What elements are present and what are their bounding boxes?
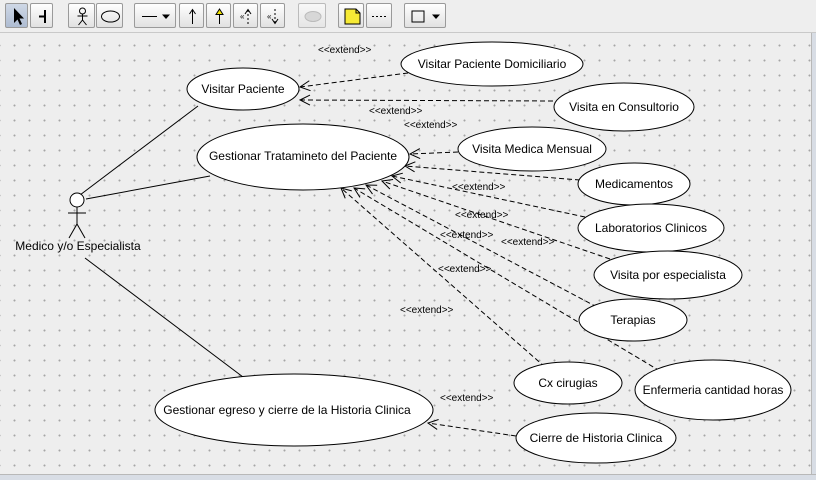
usecase-medicamentos[interactable]: Medicamentos (577, 162, 691, 206)
usecase-label: Medicamentos (595, 177, 673, 191)
disabled-shape-tool-button (298, 3, 326, 28)
dashed-line-icon (372, 16, 388, 17)
arrow-pointer-icon (14, 8, 24, 25)
extend-label: <<extend>> (438, 264, 492, 275)
extend-line[interactable] (341, 188, 546, 368)
usecase-laboratorios[interactable]: Laboratorios Clinicos (577, 203, 725, 253)
line-style-dropdown[interactable] (134, 3, 176, 28)
usecase-label: Visitar Paciente Domiciliario (418, 57, 567, 71)
extend-label: <<extend>> (501, 237, 555, 248)
use-case-diagram: <<extend>> <<extend>> <<extend>> <<exten… (15, 41, 792, 464)
usecase-label: Visita en Consultorio (569, 100, 679, 114)
generalization-arrow-icon (215, 8, 224, 24)
note-icon (344, 8, 361, 25)
usecase-gestionar-tratamiento[interactable]: Gestionar Tratamineto del Paciente (196, 123, 410, 191)
actor-medico[interactable]: Medico y/o Especialista (15, 192, 141, 253)
extend-tool-button[interactable]: « (233, 3, 258, 28)
select-tool-button[interactable] (5, 3, 28, 28)
association-line[interactable] (85, 175, 211, 200)
usecase-visita-consultorio[interactable]: Visita en Consultorio (553, 82, 695, 132)
rectangle-dropdown[interactable] (404, 3, 446, 28)
usecase-visita-especialista[interactable]: Visita por especialista (593, 250, 743, 300)
association-tool-button[interactable] (179, 3, 204, 28)
actor-right-leg (76, 223, 86, 239)
extend-label: <<extend>> (455, 210, 509, 221)
note-tool-button[interactable] (338, 3, 364, 28)
boundary-icon (39, 10, 46, 23)
svg-text:«: « (267, 12, 272, 21)
usecase-label: Cierre de Historia Clinica (530, 431, 663, 445)
usecase-enfermeria[interactable]: Enfermeria cantidad horas (634, 359, 792, 421)
arrow-up-icon (189, 8, 196, 24)
extend-arrow-icon: « (240, 8, 252, 24)
usecase-label: Enfermeria cantidad horas (643, 383, 784, 397)
extend-line[interactable] (300, 72, 409, 87)
usecase-cierre-historia[interactable]: Cierre de Historia Clinica (515, 412, 677, 464)
usecase-label: Cx cirugias (538, 376, 597, 390)
extend-label: <<extend>> (400, 305, 454, 316)
extend-line[interactable] (405, 166, 581, 181)
usecase-label: Gestionar egreso y cierre de la Historia… (163, 403, 411, 417)
usecase-visita-medica-mensual[interactable]: Visita Medica Mensual (457, 126, 607, 172)
ellipse-filled-icon (304, 11, 322, 22)
extend-label: <<extend>> (440, 393, 494, 404)
extend-line[interactable] (428, 423, 517, 437)
include-tool-button[interactable]: « (260, 3, 285, 28)
extend-line[interactable] (366, 185, 598, 308)
ellipse-icon (101, 10, 120, 23)
usecase-cx-cirugias[interactable]: Cx cirugias (513, 361, 623, 405)
extend-line[interactable] (410, 152, 459, 154)
extend-label: <<extend>> (318, 45, 372, 56)
usecase-visitar-domiciliario[interactable]: Visitar Paciente Domiciliario (400, 41, 584, 87)
association-line[interactable] (79, 105, 199, 196)
svg-text:«: « (240, 12, 245, 21)
line-style-icon (142, 14, 170, 19)
extend-label: <<extend>> (440, 230, 494, 241)
actor-head (69, 192, 85, 208)
boundary-tool-button[interactable] (30, 3, 53, 28)
actor-left-leg (68, 223, 78, 239)
diagram-canvas[interactable]: <<extend>> <<extend>> <<extend>> <<exten… (0, 33, 816, 479)
usecase-tool-button[interactable] (96, 3, 123, 28)
generalization-tool-button[interactable] (206, 3, 231, 28)
usecase-terapias[interactable]: Terapias (578, 298, 688, 342)
usecase-gestionar-egreso[interactable]: Gestionar egreso y cierre de la Historia… (154, 373, 434, 447)
dashed-line-tool-button[interactable] (366, 3, 392, 28)
extend-label: <<extend>> (404, 120, 458, 131)
extend-line[interactable] (382, 181, 611, 260)
actor-label: Medico y/o Especialista (15, 239, 141, 253)
usecase-label: Visitar Paciente (201, 82, 284, 96)
actor-icon (77, 7, 88, 26)
extend-label: <<extend>> (452, 182, 506, 193)
rectangle-icon (411, 10, 440, 23)
extend-line[interactable] (354, 188, 661, 372)
usecase-label: Visita por especialista (610, 268, 726, 282)
extend-label: <<extend>> (369, 106, 423, 117)
usecase-label: Gestionar Tratamineto del Paciente (209, 149, 397, 163)
usecase-label: Laboratorios Clinicos (595, 221, 707, 235)
usecase-visitar-paciente[interactable]: Visitar Paciente (186, 67, 300, 111)
include-arrow-icon: « (267, 9, 279, 25)
horizontal-scrollbar[interactable] (0, 474, 816, 480)
toolbar: « « (0, 0, 816, 33)
actor-tool-button[interactable] (68, 3, 95, 28)
extend-line[interactable] (392, 176, 586, 218)
vertical-scrollbar[interactable] (811, 33, 816, 474)
usecase-label: Terapias (610, 313, 655, 327)
association-line[interactable] (84, 257, 244, 378)
extend-line[interactable] (300, 100, 554, 101)
usecase-label: Visita Medica Mensual (472, 142, 592, 156)
